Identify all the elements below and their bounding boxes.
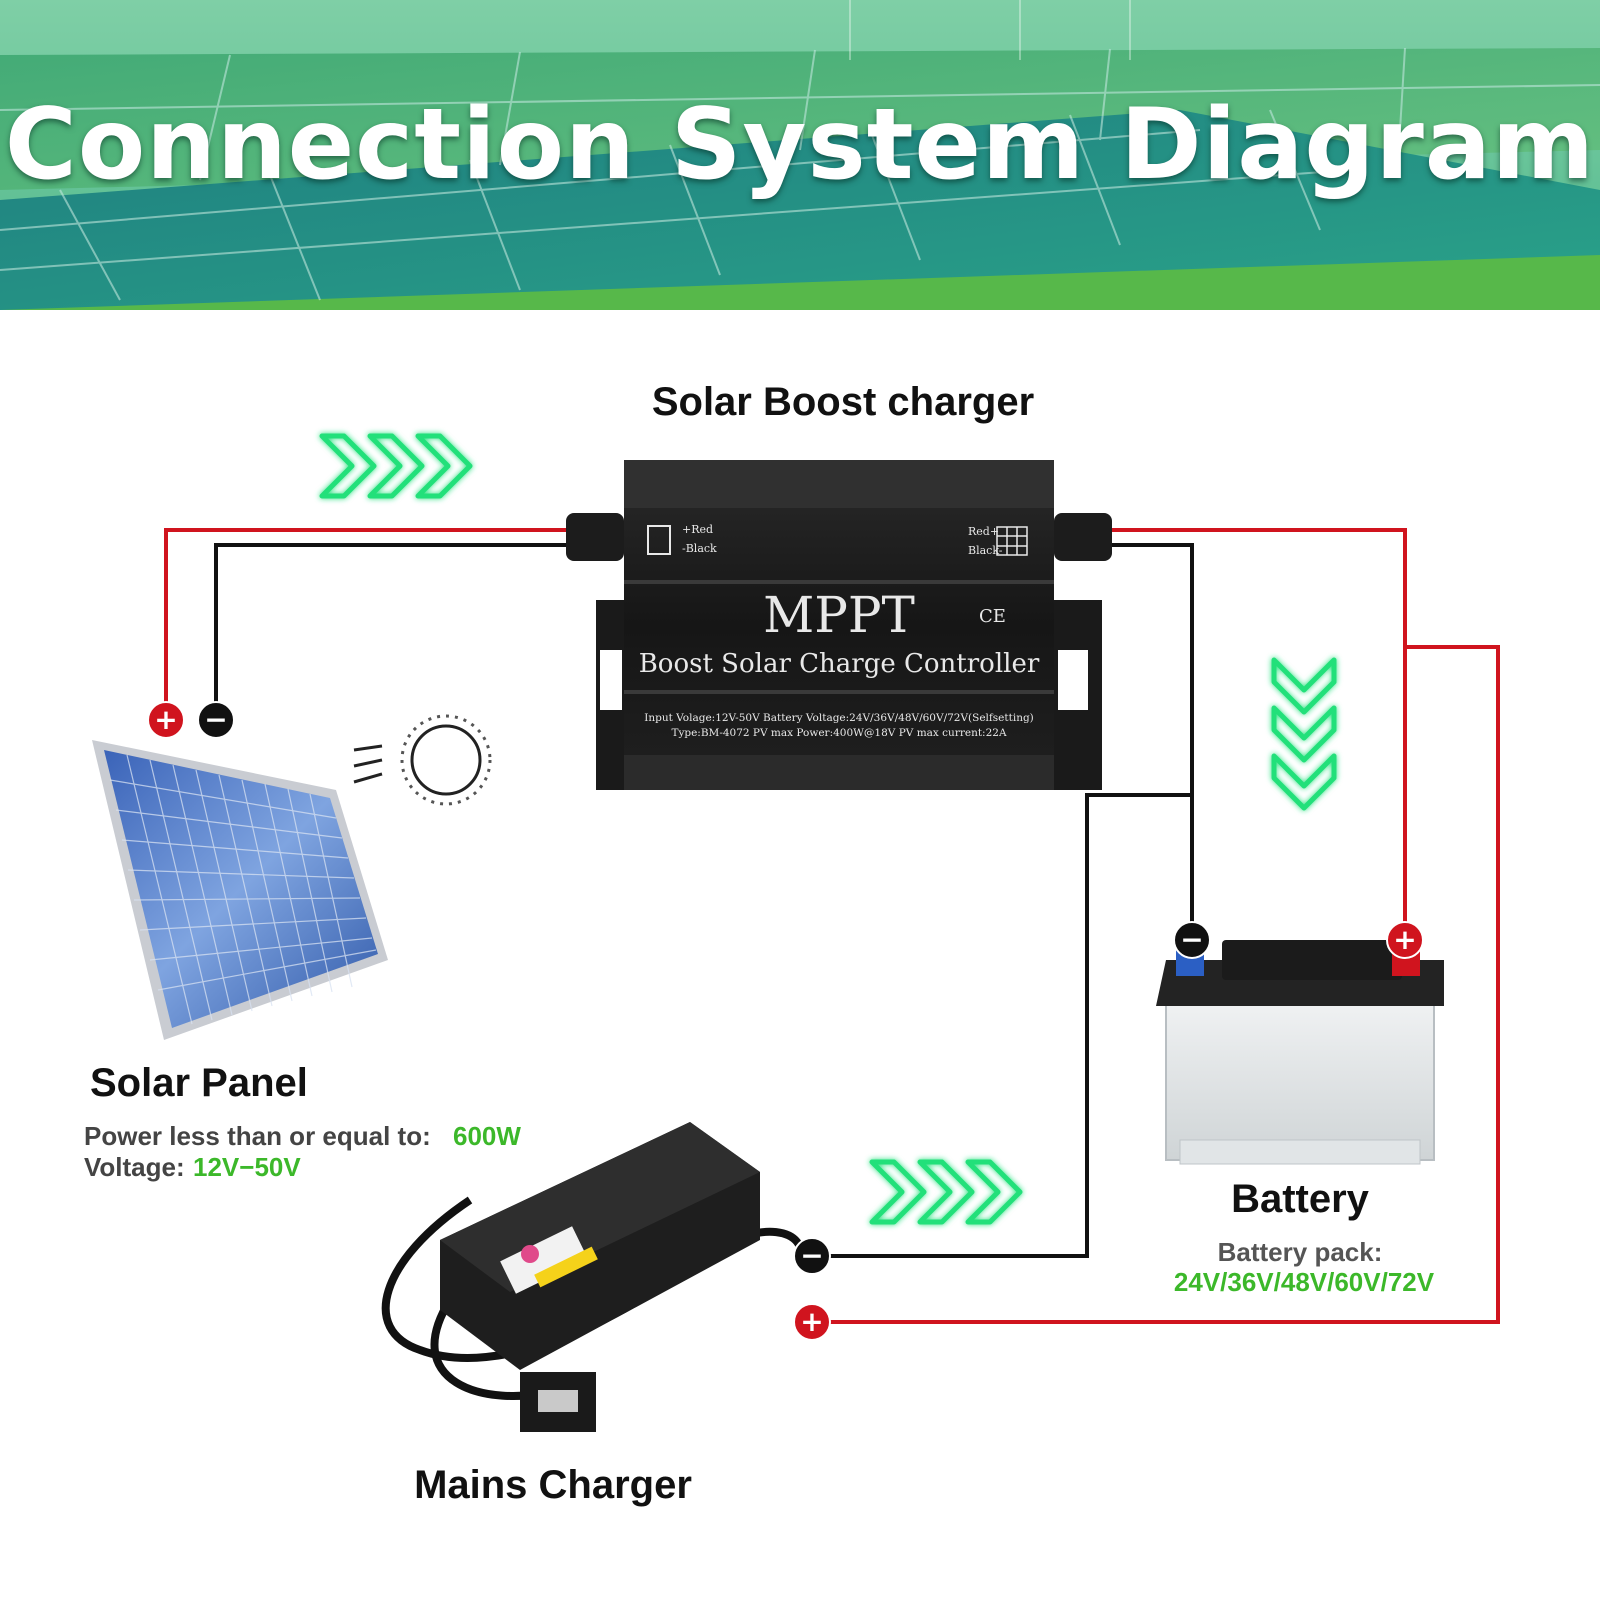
mains-charger-image (381, 1122, 806, 1432)
ce-mark: CE (979, 606, 1006, 627)
battery-title: Battery (1231, 1177, 1370, 1221)
sun-icon (353, 714, 492, 806)
solar-panel-voltage-label: Voltage: (84, 1152, 185, 1182)
battery-negative-wire (1112, 543, 1194, 940)
mains-charger-title: Mains Charger (414, 1463, 692, 1507)
solar-panel-power-label: Power less than or equal to: (84, 1121, 431, 1151)
wiring (164, 528, 1500, 1324)
svg-text:+: + (154, 703, 177, 736)
battery-pack-value: 24V/36V/48V/60V/72V (1174, 1267, 1435, 1297)
right-port-black-label: Black- (968, 544, 1003, 557)
panel-positive-wire (164, 528, 566, 705)
battery-pack-label: Battery pack: (1218, 1237, 1383, 1267)
plus-terminal-icon: + (147, 701, 185, 739)
battery-port-icon (647, 525, 671, 555)
left-cable-gland (566, 513, 624, 561)
minus-terminal-icon: − (1173, 921, 1211, 959)
solar-panel-title: Solar Panel (90, 1061, 308, 1105)
solar-port-icon (996, 526, 1028, 556)
flow-arrow-icon (322, 436, 470, 496)
right-port-red-label: Red+ (968, 525, 999, 538)
controller-heading: Solar Boost charger (652, 380, 1034, 424)
plus-terminal-icon: + (793, 1303, 831, 1341)
solar-panel-power-value: 600W (453, 1121, 521, 1151)
svg-text:−: − (1180, 923, 1203, 956)
right-cable-gland (1054, 513, 1112, 561)
flow-arrow-icon (1274, 660, 1334, 808)
header-banner: Connection System Diagram (0, 0, 1600, 310)
left-port-black-label: -Black (682, 542, 717, 555)
controller-spec-line-2: Type:BM-4072 PV max Power:400W@18V PV ma… (671, 727, 1007, 739)
svg-text:−: − (800, 1239, 823, 1272)
left-port-red-label: +Red (682, 523, 713, 536)
controller-brand: MPPT (763, 586, 915, 644)
charger-negative-wire (810, 793, 1192, 1258)
minus-terminal-icon: − (793, 1237, 831, 1275)
solar-field-background (0, 0, 1600, 310)
svg-text:−: − (204, 703, 227, 736)
charger-positive-wire (810, 645, 1500, 1324)
battery-positive-wire (1112, 528, 1407, 940)
svg-text:+: + (1393, 923, 1416, 956)
panel-negative-wire (214, 543, 566, 705)
svg-text:+: + (800, 1305, 823, 1338)
solar-panel-voltage-value: 12V−50V (193, 1152, 301, 1182)
mppt-controller: +Red -Black Red+ Black- MPPT CE Boost So… (566, 460, 1112, 790)
plus-terminal-icon: + (1386, 921, 1424, 959)
battery-image (1156, 931, 1444, 1165)
banner-title: Connection System Diagram (4, 88, 1596, 202)
flow-arrow-icon (872, 1162, 1020, 1222)
solar-panel-image (92, 740, 388, 1040)
controller-subtitle: Boost Solar Charge Controller (639, 649, 1040, 679)
controller-spec-line-1: Input Volage:12V-50V Battery Voltage:24V… (644, 712, 1034, 724)
minus-terminal-icon: − (197, 701, 235, 739)
